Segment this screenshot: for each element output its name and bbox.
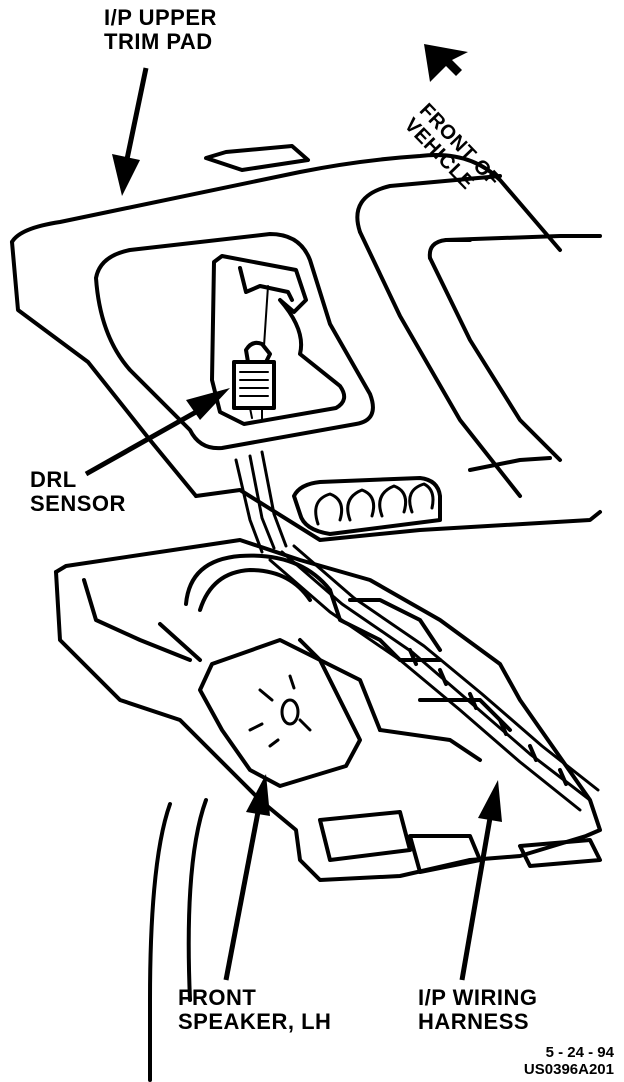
drl-sensor-label-line-1: DRL (30, 467, 77, 492)
trim-pad-label: I/P UPPER TRIM PAD (104, 6, 217, 54)
trim-pad-label-line-2: TRIM PAD (104, 29, 213, 54)
drl-sensor-label-line-2: SENSOR (30, 491, 126, 516)
sensor-bracket (210, 254, 347, 426)
drawing-date: 5 - 24 - 94 (545, 1044, 614, 1061)
drawing-id: US0396A201 (523, 1061, 614, 1078)
front-speaker (198, 638, 362, 788)
wiring-harness-label-line-1: I/P WIRING (418, 985, 538, 1010)
front-of-vehicle-arrow (424, 44, 468, 82)
drl-sensor-label: DRL SENSOR (30, 468, 126, 516)
sensor-opening (94, 232, 375, 451)
lower-bracket (318, 810, 602, 874)
drl-sensor-arrow (84, 388, 230, 477)
front-speaker-label-line-2: SPEAKER, LH (178, 1009, 332, 1034)
front-speaker-label-line-1: FRONT (178, 985, 257, 1010)
harness-arrow (459, 780, 502, 981)
front-speaker-label: FRONT SPEAKER, LH (178, 986, 331, 1034)
wiring-harness-label-line-2: HARNESS (418, 1009, 530, 1034)
trim-pad-arrow (112, 67, 149, 196)
dash-side-panel (148, 798, 208, 1082)
drl-sensor (232, 340, 276, 421)
leader-arrows (84, 44, 502, 981)
wiring-harness-label: I/P WIRING HARNESS (418, 986, 538, 1034)
speaker-arrow (223, 774, 270, 981)
wiring-harness (268, 544, 600, 812)
air-vent (292, 476, 442, 536)
sensor-wires (234, 450, 288, 554)
trim-pad-label-line-1: I/P UPPER (104, 5, 217, 30)
upper-trim-pad (10, 144, 602, 542)
